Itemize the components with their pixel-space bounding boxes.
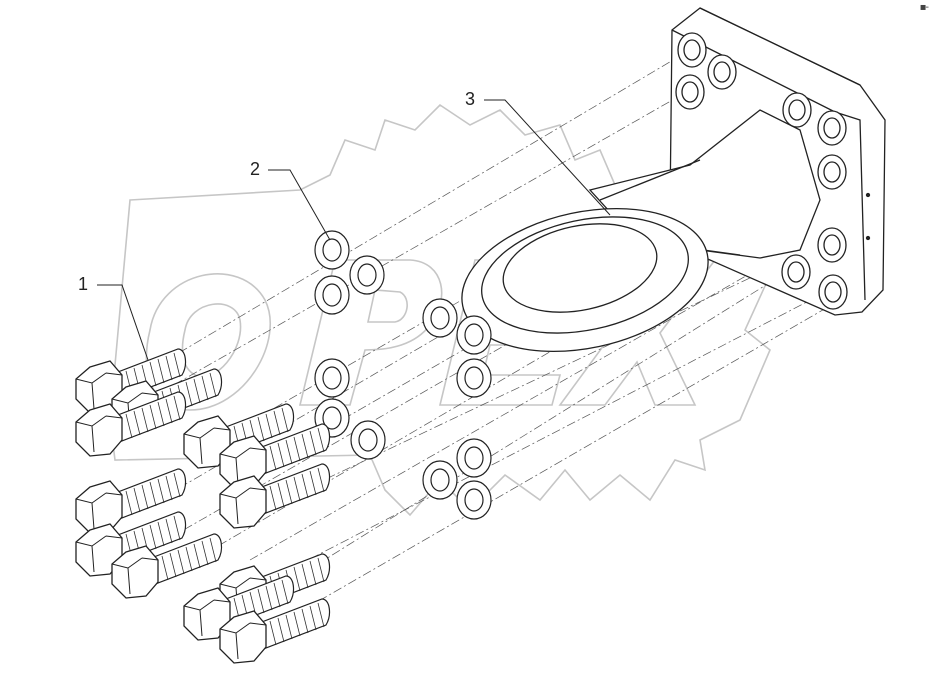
- washer: [314, 358, 350, 398]
- plate-small-dot: [865, 192, 871, 198]
- plate-small-dot: [865, 235, 871, 241]
- washer: [314, 230, 350, 270]
- callout-leaders: [97, 99, 611, 361]
- washers: [314, 230, 492, 520]
- callout-2: 2: [250, 159, 261, 179]
- callout-1: 1: [78, 274, 89, 294]
- washer: [314, 275, 350, 315]
- eye-ring-middle: [481, 216, 689, 334]
- callout-3: 3: [465, 89, 476, 109]
- washer: [422, 298, 458, 338]
- washer: [456, 438, 492, 478]
- corner-mark: ▪-: [919, 2, 929, 13]
- washer: [349, 255, 385, 295]
- washer: [456, 315, 492, 355]
- leader-2: [268, 169, 331, 241]
- drawbar-eye-assembly: [461, 7, 886, 353]
- eye-ring-bore: [502, 223, 658, 313]
- washer: [456, 480, 492, 520]
- plate-bolt-holes: [675, 32, 848, 310]
- mounting-plate-edge: [699, 7, 861, 86]
- bolts: [75, 348, 331, 664]
- washer: [350, 420, 386, 460]
- leader-3: [484, 99, 611, 216]
- mounting-plate-front-face: [671, 29, 866, 301]
- washer: [456, 358, 492, 398]
- washer: [422, 460, 458, 500]
- leader-1: [97, 284, 149, 361]
